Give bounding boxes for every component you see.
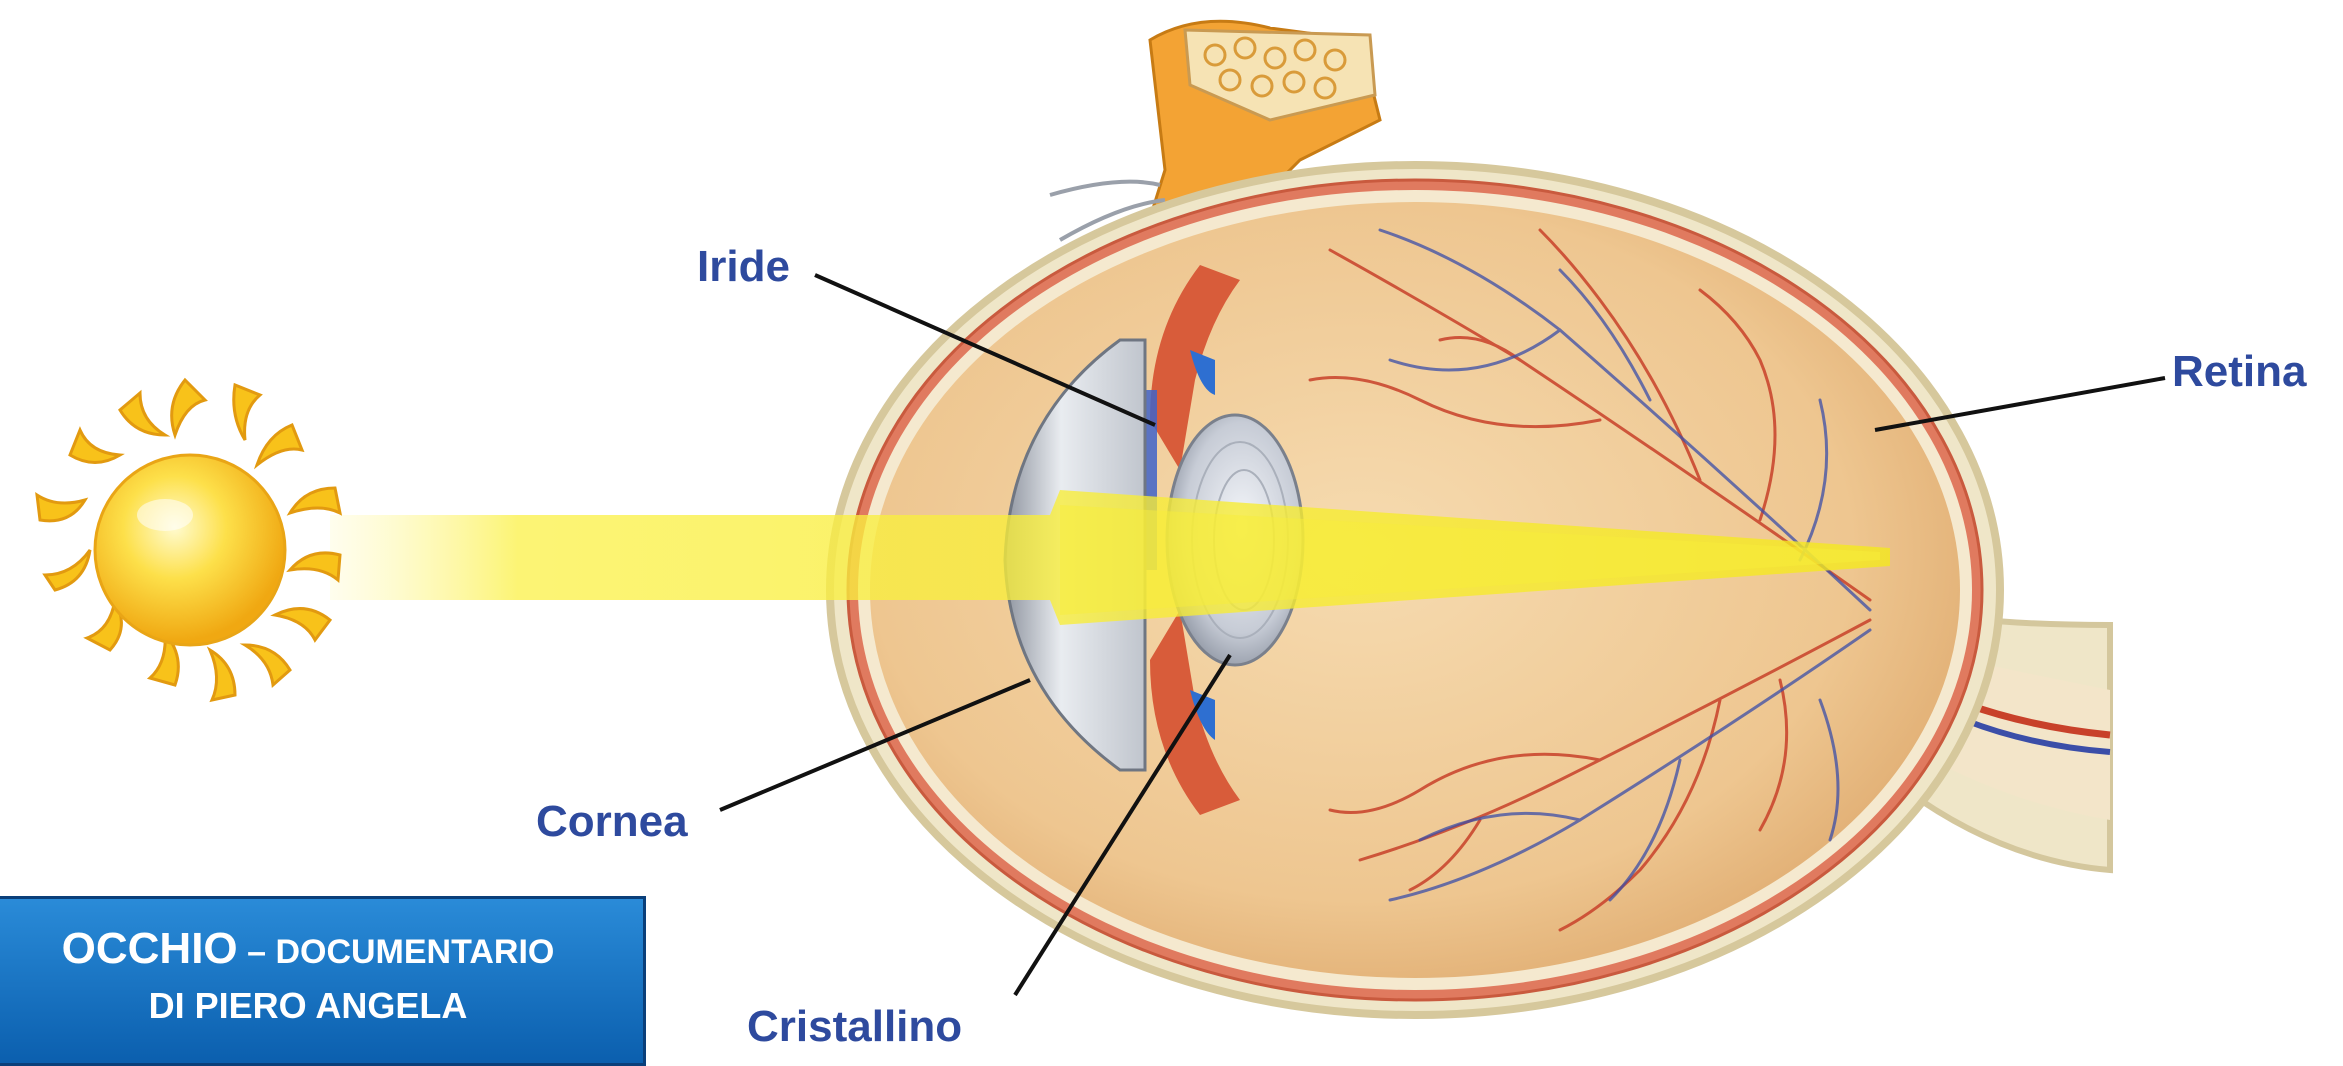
label-iride: Iride bbox=[697, 245, 790, 289]
banner-subtitle: DI PIERO ANGELA bbox=[0, 982, 643, 1030]
label-retina: Retina bbox=[2172, 350, 2306, 394]
sun-icon bbox=[37, 380, 340, 700]
banner-title-main: OCCHIO bbox=[62, 924, 238, 973]
banner-title: OCCHIO – DOCUMENTARIO bbox=[0, 925, 643, 976]
documentary-banner: OCCHIO – DOCUMENTARIO DI PIERO ANGELA bbox=[0, 896, 646, 1066]
banner-title-rest: – DOCUMENTARIO bbox=[238, 933, 555, 971]
label-cristallino: Cristallino bbox=[747, 1005, 962, 1049]
label-cornea: Cornea bbox=[536, 800, 688, 844]
